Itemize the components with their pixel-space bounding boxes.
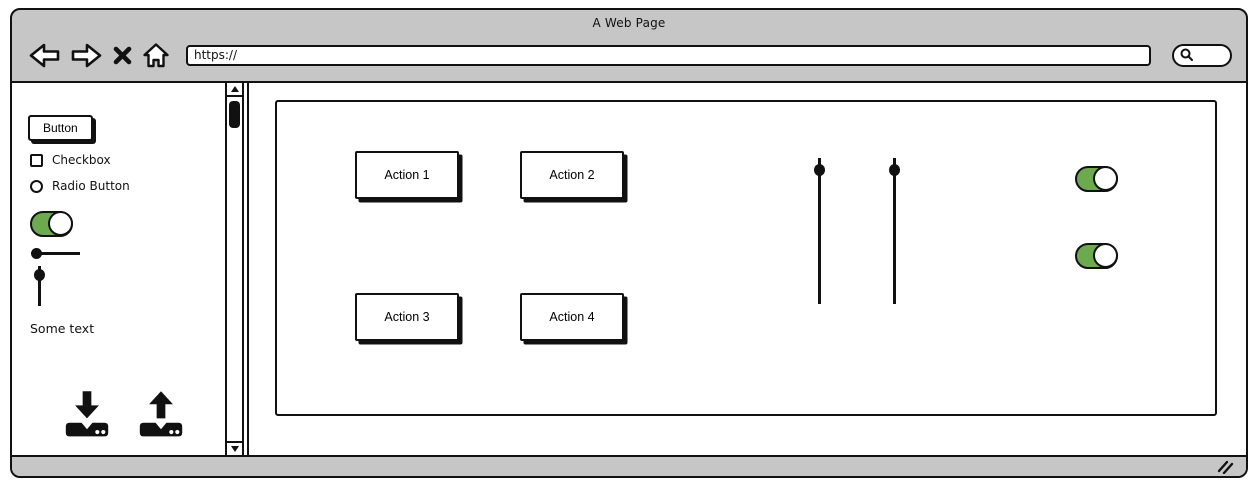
radio-label: Radio Button [52,179,130,193]
forward-icon[interactable] [70,42,103,69]
browser-toolbar [12,35,1246,83]
download-icon[interactable] [62,389,112,441]
slider-knob[interactable] [31,248,42,259]
toggle-knob[interactable] [48,210,73,236]
content-area: Button Checkbox Radio Button Some text [12,83,1246,455]
triangle-down-icon [230,446,239,452]
browser-window: A Web Page [10,8,1248,478]
slider-knob[interactable] [889,164,900,176]
slider-track[interactable] [818,158,821,304]
action-4-button[interactable]: Action 4 [520,293,624,341]
magnifier-icon [1180,48,1193,61]
url-input[interactable] [186,44,1151,66]
static-text: Some text [30,321,95,336]
slider-track[interactable] [32,252,80,255]
checkbox-row[interactable]: Checkbox [30,153,111,167]
slider-knob[interactable] [34,269,45,281]
sidebar-icon-group [62,389,186,441]
toggle-knob[interactable] [1093,242,1118,268]
resize-grip-icon[interactable] [1217,460,1234,474]
main-area: Action 1 Action 2 Action 3 Action 4 [249,83,1246,455]
horizontal-slider[interactable] [30,247,80,260]
action-1-button[interactable]: Action 1 [355,151,459,199]
sidebar-toggle-switch[interactable] [30,210,73,237]
search-input[interactable] [1172,43,1232,67]
toggle-switch-2[interactable] [1075,242,1118,269]
action-2-button[interactable]: Action 2 [520,151,624,199]
toggle-knob[interactable] [1093,165,1118,191]
vertical-slider-1[interactable] [813,158,826,304]
slider-knob[interactable] [814,164,825,176]
toggle-switch-1[interactable] [1075,165,1118,192]
vertical-slider-2[interactable] [888,158,901,304]
title-bar: A Web Page [12,10,1246,35]
slider-track[interactable] [38,266,41,306]
checkbox-box[interactable] [30,153,43,167]
action-3-button[interactable]: Action 3 [355,293,459,341]
scroll-down-button[interactable] [227,441,242,455]
scroll-up-button[interactable] [227,83,242,97]
sidebar-vertical-slider[interactable] [33,266,46,306]
back-icon[interactable] [28,42,61,69]
radio-circle[interactable] [30,179,43,193]
upload-icon[interactable] [136,389,186,441]
home-icon[interactable] [142,42,170,69]
scrollbar-thumb[interactable] [229,101,240,128]
page-title: A Web Page [592,15,666,30]
divider [247,83,249,455]
vertical-scrollbar[interactable] [225,83,244,455]
slider-track[interactable] [893,158,896,304]
content-panel: Action 1 Action 2 Action 3 Action 4 [275,100,1217,416]
sidebar: Button Checkbox Radio Button Some text [12,83,225,455]
sidebar-button[interactable]: Button [28,115,93,141]
checkbox-label: Checkbox [52,153,111,167]
triangle-up-icon [230,86,239,92]
close-icon[interactable] [112,45,133,66]
radio-row[interactable]: Radio Button [30,179,130,193]
status-bar [12,455,1246,476]
